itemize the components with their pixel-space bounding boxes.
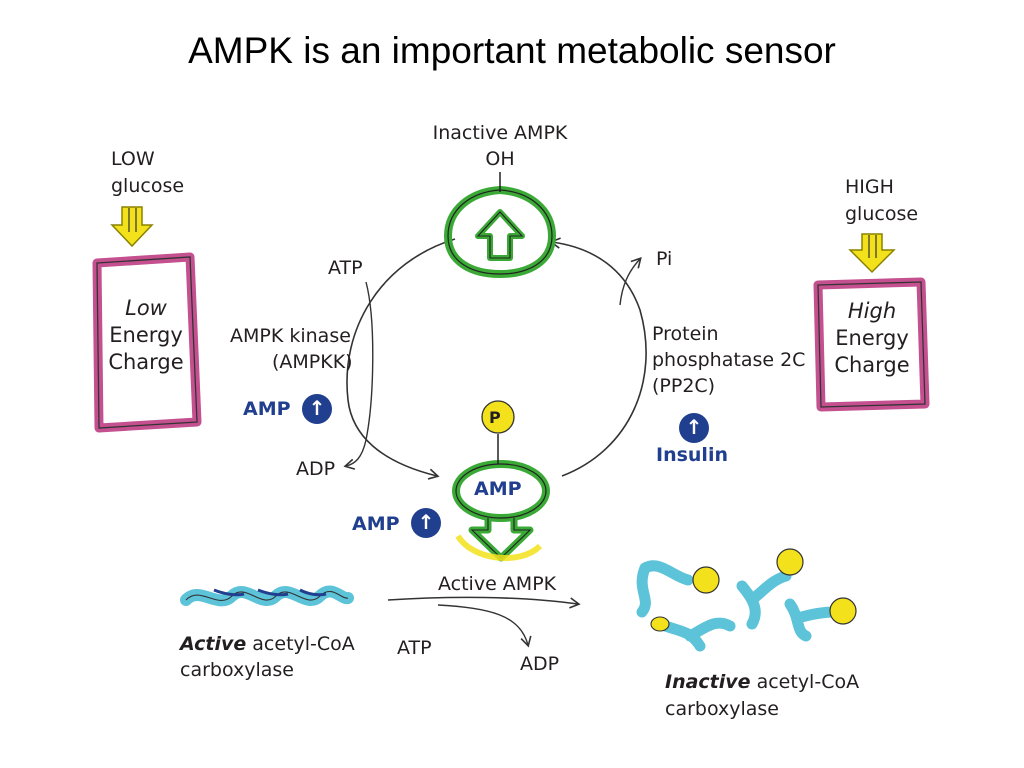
inactive-ampk-label: Inactive AMPK bbox=[432, 122, 568, 144]
active-ampk-enzyme-label: Active AMPK bbox=[438, 573, 557, 595]
inactive-acc-fragments bbox=[636, 548, 857, 652]
active-acc-bold: Active bbox=[180, 633, 247, 655]
low-energy-box-text: Low Energy Charge bbox=[100, 295, 192, 376]
low-energy-line2: Energy bbox=[109, 323, 183, 347]
active-ampk-shape bbox=[452, 400, 550, 562]
active-acc-rest: acetyl-CoA bbox=[246, 633, 355, 655]
center-up-arrow-icon: ↑ bbox=[411, 508, 441, 538]
center-phosphate-label: P bbox=[489, 408, 501, 427]
high-glucose-arrow bbox=[848, 233, 896, 274]
active-acc-label-line1: Active acetyl-CoA bbox=[180, 632, 355, 657]
insulin-label: Insulin bbox=[656, 444, 728, 466]
slide-title: AMPK is an important metabolic sensor bbox=[188, 30, 836, 71]
low-energy-box bbox=[92, 252, 202, 433]
ampkk-label-line1: AMPK kinase bbox=[230, 325, 351, 347]
oh-group-label: OH bbox=[485, 148, 515, 170]
high-energy-box bbox=[813, 277, 930, 412]
left-atp-label: ATP bbox=[328, 257, 363, 279]
inactive-acc-label-line1: Inactive acetyl-CoA bbox=[665, 670, 859, 695]
high-label-italic: High bbox=[847, 299, 897, 323]
active-acc-label-line2: carboxylase bbox=[180, 659, 294, 681]
high-glucose-label: glucose bbox=[845, 203, 919, 225]
high-energy-box-text: High Energy Charge bbox=[822, 298, 922, 379]
activation-arc bbox=[346, 238, 456, 480]
insulin-up-arrow-icon: ↑ bbox=[679, 413, 709, 443]
inactive-acc-bold: Inactive bbox=[665, 671, 751, 693]
high-label: HIGH bbox=[845, 176, 894, 198]
pp2c-label-line2: phosphatase 2C bbox=[652, 349, 806, 371]
bottom-atp-label: ATP bbox=[397, 637, 432, 659]
high-energy-line2: Energy bbox=[835, 326, 909, 350]
active-acc-chain bbox=[180, 585, 354, 607]
bottom-reaction-arrow bbox=[387, 596, 581, 609]
center-amp-activator-label: AMP bbox=[352, 513, 400, 535]
high-energy-line3: Charge bbox=[834, 353, 910, 377]
left-adp-label: ADP bbox=[296, 458, 336, 480]
pi-branch bbox=[619, 257, 642, 306]
low-glucose-label: glucose bbox=[111, 175, 185, 197]
low-label-italic: Low bbox=[125, 296, 167, 320]
ampk-bound-amp-label: AMP bbox=[474, 478, 522, 500]
low-label: LOW bbox=[111, 148, 155, 170]
left-amp-activator-label: AMP bbox=[243, 398, 291, 420]
inactive-acc-label-line2: carboxylase bbox=[665, 698, 779, 720]
atp-adp-branch bbox=[343, 281, 374, 470]
bottom-adp-label: ADP bbox=[520, 653, 560, 675]
bottom-atp-adp-branch bbox=[437, 604, 532, 648]
pi-label: Pi bbox=[656, 248, 673, 270]
pp2c-label-line3: (PP2C) bbox=[652, 375, 716, 397]
ampkk-label-line2: (AMPKK) bbox=[272, 351, 353, 373]
deactivation-arc bbox=[549, 237, 647, 477]
pp2c-label-line1: Protein bbox=[652, 323, 719, 345]
left-up-arrow-icon: ↑ bbox=[302, 394, 332, 424]
inactive-ampk-shape bbox=[443, 172, 557, 279]
low-glucose-arrow bbox=[110, 206, 154, 248]
inactive-acc-rest: acetyl-CoA bbox=[750, 671, 860, 693]
low-energy-line3: Charge bbox=[108, 350, 184, 374]
